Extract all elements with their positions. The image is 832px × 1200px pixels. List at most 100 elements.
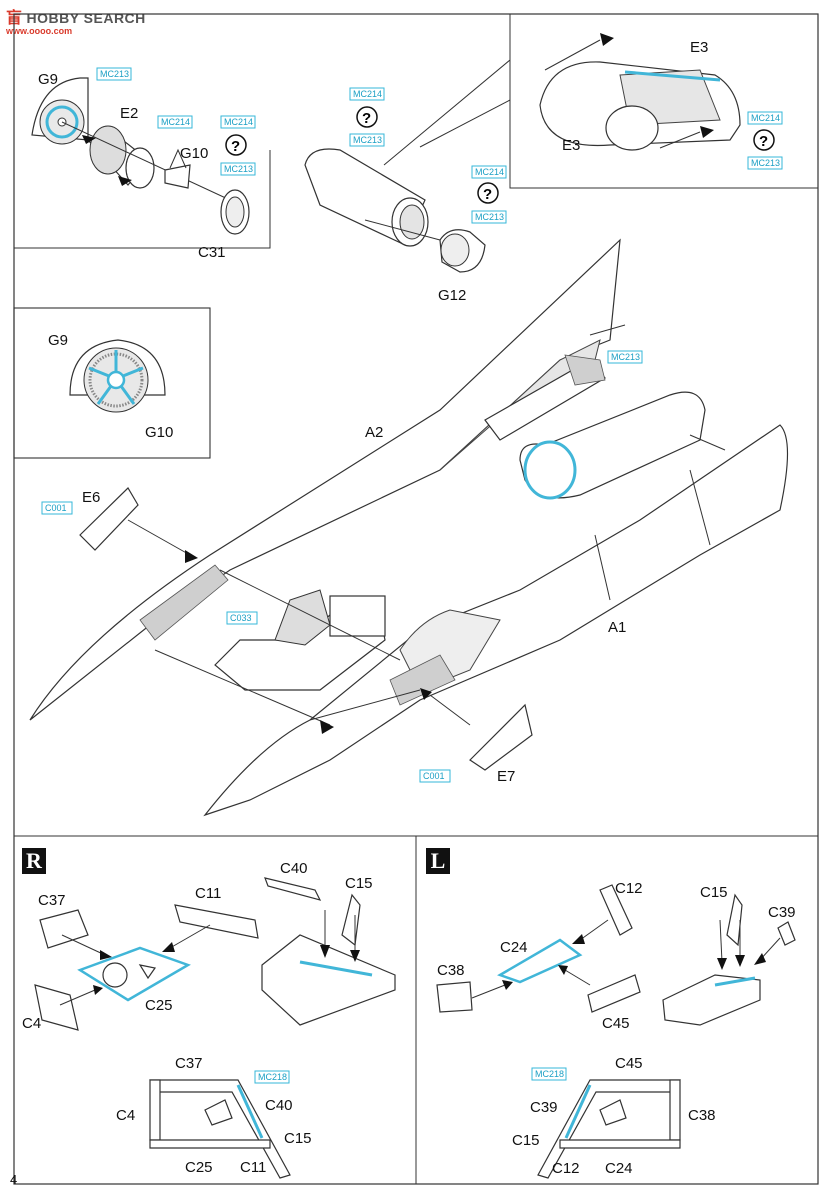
question-icon-3: ?	[477, 182, 499, 204]
arrow-g9	[82, 135, 96, 144]
label-l-schem-c39: C39	[530, 1099, 558, 1116]
callout-mc214-1: MC214	[157, 115, 193, 129]
g9-detail-part	[69, 339, 166, 413]
question-icon-2: ?	[356, 106, 378, 128]
assembly-line-e3a	[544, 39, 601, 71]
label-l-c39: C39	[768, 904, 796, 921]
svg-text:MC214: MC214	[161, 117, 190, 127]
label-r-schem-c15: C15	[284, 1130, 312, 1147]
l-c12-part	[599, 884, 633, 936]
svg-text:?: ?	[362, 110, 371, 127]
callout-mc214-2: MC214	[220, 115, 256, 129]
e7-part	[469, 703, 533, 771]
callout-mc213-5: MC213	[747, 156, 783, 170]
assembly-line-cockpit-2	[219, 569, 401, 661]
callout-mc218-r: MC218	[254, 1070, 290, 1084]
arrow-e3a	[600, 33, 614, 46]
label-r-c40: C40	[280, 860, 308, 877]
callout-mc218-l: MC218	[531, 1067, 567, 1081]
callout-mc213-1: MC213	[96, 67, 132, 81]
watermark-url: www.oooo.com	[6, 26, 73, 36]
g9-detail-box	[13, 307, 211, 459]
assembly-line-cockpit	[154, 649, 331, 726]
svg-text:?: ?	[231, 138, 240, 155]
assembly-line-g12	[364, 219, 441, 241]
l-assembly-part	[662, 974, 761, 1026]
svg-text:MC218: MC218	[535, 1069, 564, 1079]
assembly-line-exhaust	[61, 121, 231, 201]
svg-text:MC213: MC213	[224, 164, 253, 174]
label-l-schem-c45: C45	[615, 1055, 643, 1072]
svg-text:C001: C001	[45, 503, 67, 513]
rear-exhaust-part	[519, 391, 706, 500]
label-l-c12: C12	[615, 880, 643, 897]
label-r-c37: C37	[38, 892, 66, 909]
callout-mc213-3: MC213	[349, 133, 385, 147]
callout-c001-2: C001	[419, 769, 451, 783]
engine-detail-frame	[509, 14, 818, 189]
label-l-schem-c24: C24	[605, 1160, 633, 1177]
assembly-line-rear	[689, 434, 726, 451]
shade-a2-tail	[564, 354, 606, 386]
r-c4-part	[34, 984, 79, 1031]
arrow-cockpit	[320, 720, 334, 734]
svg-text:MC214: MC214	[751, 113, 780, 123]
label-e7: E7	[497, 768, 515, 785]
label-r-schem-c37: C37	[175, 1055, 203, 1072]
arrow-e6	[185, 550, 198, 563]
svg-text:MC214: MC214	[475, 167, 504, 177]
label-g9: G9	[38, 71, 58, 88]
e2-nozzle-part	[87, 125, 155, 189]
label-l-c45: C45	[602, 1015, 630, 1032]
callout-c001-1: C001	[41, 501, 73, 515]
panel-left-badge: L	[426, 848, 450, 874]
r-c37-part	[39, 909, 89, 949]
label-r-schem-c25: C25	[185, 1159, 213, 1176]
label-g12: G12	[438, 287, 466, 304]
label-l-schem-c12: C12	[552, 1160, 580, 1177]
label-l-schem-c38: C38	[688, 1107, 716, 1124]
l-c15-part	[726, 893, 743, 947]
panel-right-badge: R	[22, 848, 46, 874]
e3-part	[539, 61, 741, 151]
label-r-c15: C15	[345, 875, 373, 892]
label-g10: G10	[180, 145, 208, 162]
l-c45-part	[587, 974, 641, 1013]
callout-mc213-4: MC213	[471, 210, 507, 224]
l-schematic	[537, 1079, 681, 1179]
label-l-c24: C24	[500, 939, 528, 956]
label-e3-top: E3	[690, 39, 708, 56]
r-arrows	[59, 910, 360, 1006]
detail-pointer-2	[419, 99, 511, 148]
svg-text:MC213: MC213	[475, 212, 504, 222]
svg-text:?: ?	[759, 133, 768, 150]
label-r-c4: C4	[22, 1015, 41, 1032]
svg-text:MC213: MC213	[611, 352, 640, 362]
question-icon-4: ?	[753, 129, 775, 151]
assembly-line-e7	[429, 694, 471, 726]
callout-mc214-4: MC214	[471, 165, 507, 179]
arrow-e7	[420, 688, 432, 700]
l-arrows	[471, 919, 781, 999]
label-l-schem-c15: C15	[512, 1132, 540, 1149]
g10-part	[164, 148, 191, 189]
l-c39-part	[777, 921, 796, 946]
cockpit-tub-part	[214, 589, 386, 691]
r-c15-part	[341, 893, 361, 947]
r-c11-part	[174, 904, 259, 939]
fuselage-a1-part	[203, 424, 789, 817]
label-e6: E6	[82, 489, 100, 506]
detail-pointer-1	[383, 59, 511, 166]
r-c40-part	[264, 877, 322, 901]
label-r-c11: C11	[195, 885, 221, 902]
e6-part	[79, 487, 139, 551]
label-r-schem-c40: C40	[265, 1097, 293, 1114]
c31-ring-part	[220, 189, 250, 235]
arrow-e3b	[700, 126, 714, 138]
callout-mc213-6: MC213	[607, 350, 643, 364]
svg-text:MC218: MC218	[258, 1072, 287, 1082]
r-assembly-part	[261, 934, 396, 1026]
svg-text:C001: C001	[423, 771, 445, 781]
l-c24-part	[497, 938, 583, 984]
